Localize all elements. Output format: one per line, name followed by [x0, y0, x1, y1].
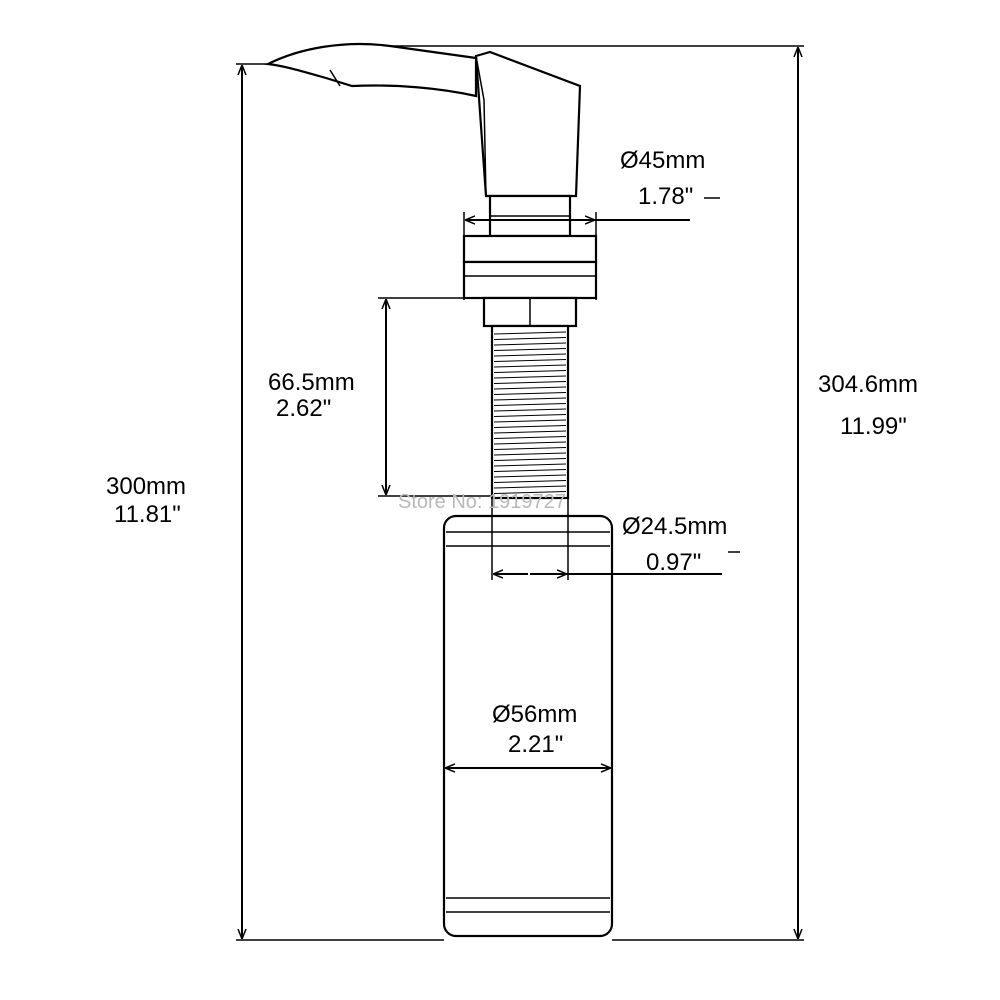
thread-line — [493, 480, 567, 483]
thread-line — [493, 452, 567, 456]
collar — [462, 194, 598, 328]
thread-line — [493, 414, 567, 417]
threaded-shank — [490, 324, 570, 500]
thread-line — [493, 375, 567, 379]
dim-thread-diameter: Ø24.5mm 0.97" — [491, 498, 740, 580]
dim-bottle-diameter-mm: Ø56mm — [492, 701, 577, 728]
dim-thread-diameter-mm: Ø24.5mm — [622, 513, 727, 540]
dim-overall-height: 304.6mm 11.99" — [390, 45, 918, 941]
spout — [264, 42, 478, 98]
dim-total-height: 300mm 11.81" — [106, 63, 444, 941]
dim-overall-height-inch: 11.99" — [840, 413, 907, 440]
thread-line — [493, 331, 567, 335]
thread-line — [493, 397, 567, 401]
thread-line — [493, 364, 567, 368]
dim-thread-diameter-inch: 0.97" — [646, 549, 701, 576]
thread-line — [493, 403, 567, 406]
dim-flange-diameter-mm: Ø45mm — [620, 147, 705, 174]
dim-bottle-diameter-inch: 2.21" — [508, 731, 563, 758]
thread-line — [493, 370, 567, 373]
dim-flange-diameter: Ø45mm 1.78" — [463, 147, 720, 300]
thread-line — [493, 386, 567, 390]
watermark: Store No: 1919727 — [398, 491, 566, 513]
thread-line — [493, 359, 567, 362]
thread-line — [493, 463, 567, 467]
thread-line — [493, 458, 567, 461]
dim-thread-length-inch: 2.62" — [276, 395, 331, 422]
thread-line — [493, 381, 567, 384]
thread-line — [493, 348, 567, 351]
thread-line — [493, 485, 567, 489]
dim-total-height-inch: 11.81" — [114, 501, 181, 528]
thread-line — [493, 430, 567, 434]
dim-thread-length-mm: 66.5mm — [268, 369, 355, 396]
thread-line — [493, 436, 567, 439]
dim-thread-length: 66.5mm 2.62" — [268, 297, 492, 497]
dim-flange-diameter-inch: 1.78" — [638, 183, 693, 210]
thread-line — [493, 447, 567, 450]
thread-line — [493, 441, 567, 445]
thread-line — [493, 419, 567, 423]
dim-bottle-diameter: Ø56mm 2.21" — [446, 701, 610, 768]
pump-head — [264, 42, 582, 198]
dim-overall-height-mm: 304.6mm — [818, 371, 918, 398]
thread-line — [493, 469, 567, 472]
thread-line — [493, 342, 567, 346]
thread-line — [493, 425, 567, 428]
dim-total-height-mm: 300mm — [106, 473, 186, 500]
bottle — [442, 514, 614, 938]
thread-line — [493, 353, 567, 357]
thread-line — [493, 408, 567, 412]
thread-line — [493, 392, 567, 395]
thread-line — [493, 337, 567, 340]
thread-line — [493, 474, 567, 478]
thread-line — [493, 491, 567, 494]
pump-cap — [474, 50, 582, 198]
